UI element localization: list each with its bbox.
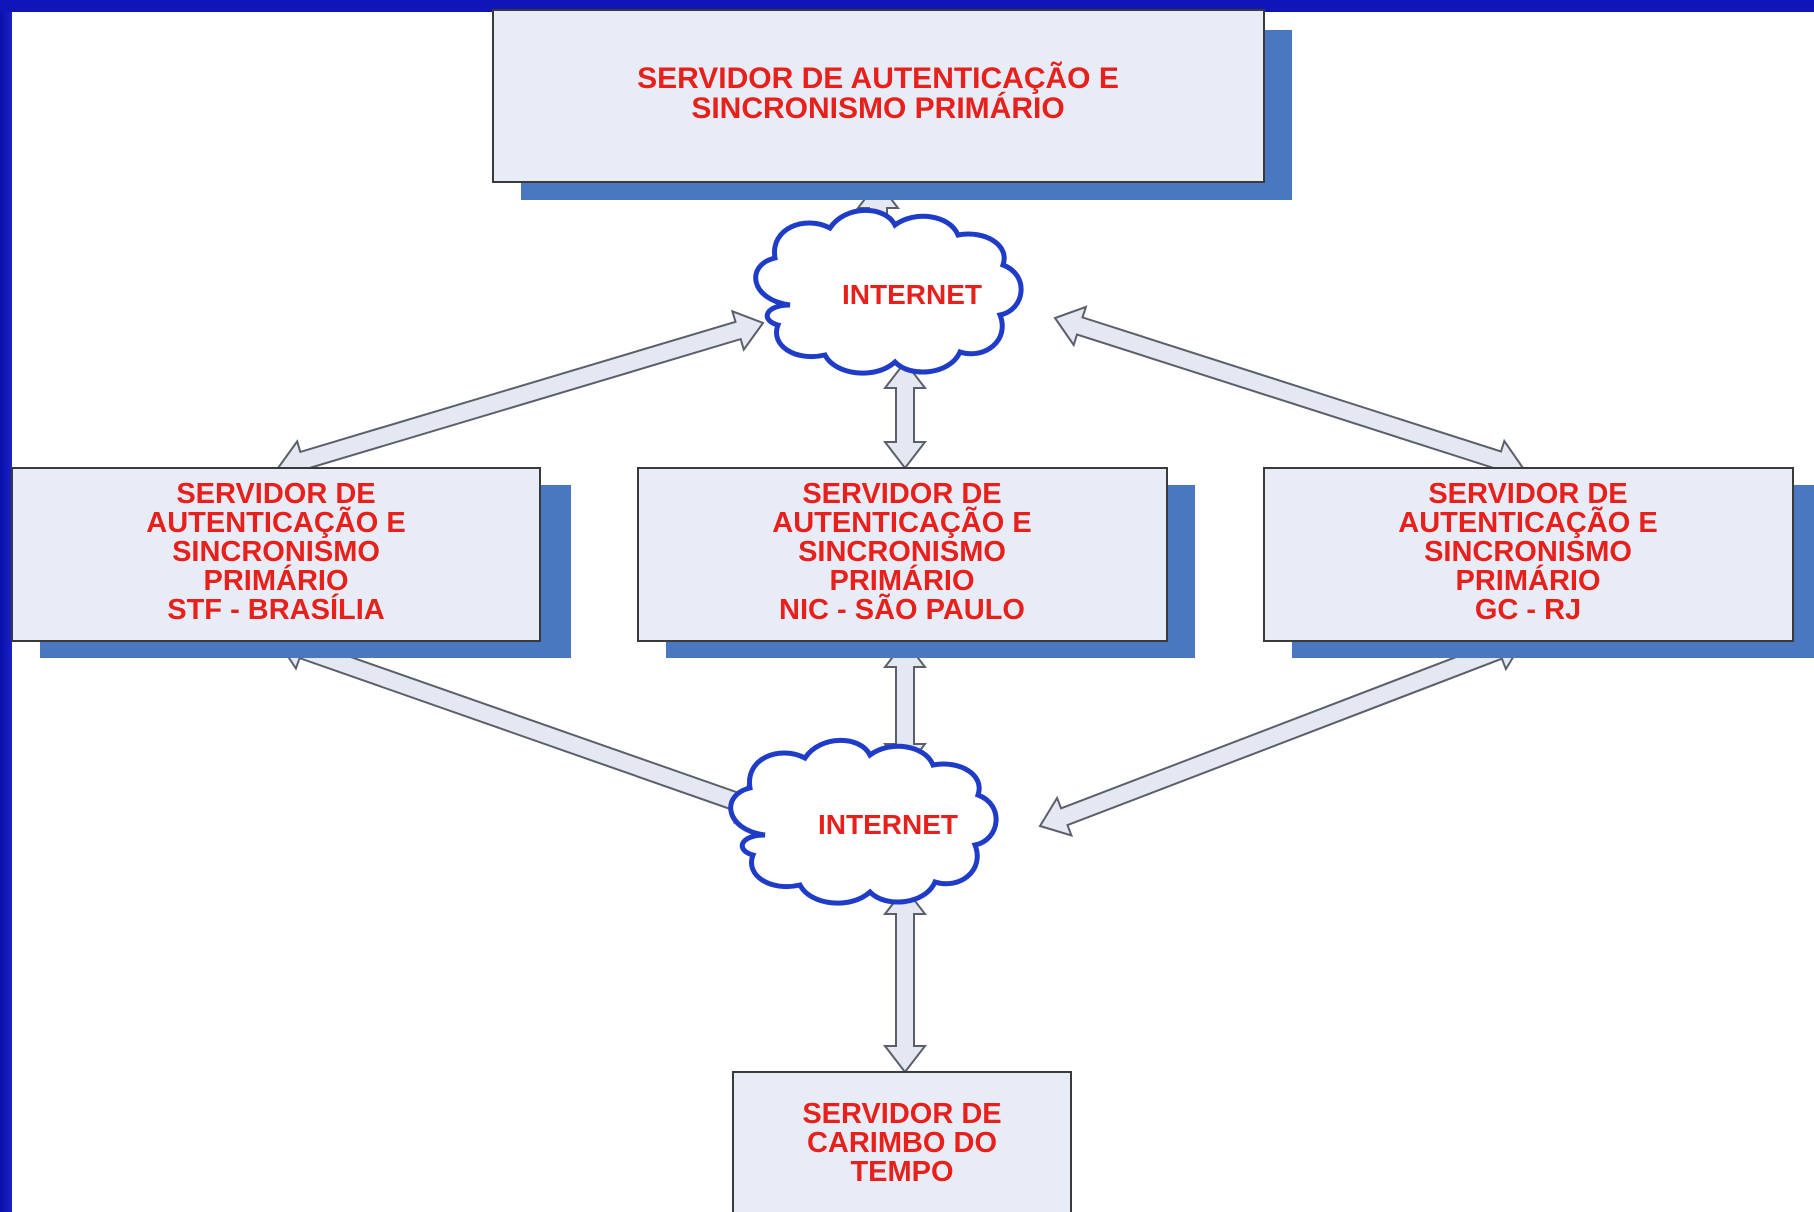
edge-cloud-top-stf-double-arrow-icon [276, 309, 765, 482]
slide-top-border [0, 0, 1814, 12]
node-primary-line-1: SERVIDOR DE AUTENTICAÇÃO E [637, 61, 1119, 95]
edge-gc-cloud-bottom-double-arrow-icon [1038, 630, 1525, 837]
node-timestamp-line-3: TEMPO [850, 1156, 953, 1188]
node-stf-line-1: SERVIDOR DE [176, 478, 375, 510]
cloud-bottom: INTERNET [728, 737, 999, 906]
node-stf: SERVIDOR DE AUTENTICAÇÃO E SINCRONISMO P… [11, 467, 571, 658]
edge-cloud-top-gc-double-arrow-icon [1053, 305, 1525, 481]
node-stf-box [11, 467, 541, 642]
node-nic-box [637, 467, 1168, 642]
node-stf-line-2: AUTENTICAÇÃO E [146, 505, 405, 539]
edge-stf-cloud-bottom-double-arrow-icon [276, 629, 768, 824]
node-gc-line-4: PRIMÁRIO [1456, 563, 1601, 597]
node-nic-line-3: SINCRONISMO [798, 536, 1006, 568]
node-gc-line-5: GC - RJ [1475, 594, 1581, 626]
node-primary: SERVIDOR DE AUTENTICAÇÃO E SINCRONISMO P… [492, 9, 1292, 200]
node-nic: SERVIDOR DE AUTENTICAÇÃO E SINCRONISMO P… [637, 467, 1195, 658]
node-timestamp-line-2: CARIMBO DO [807, 1127, 997, 1159]
node-stf-line-4: PRIMÁRIO [204, 563, 349, 597]
edge-cloud-top-nic-double-arrow-icon [882, 360, 928, 470]
internet-cloud-icon [728, 737, 999, 906]
node-stf-line-3: SINCRONISMO [172, 536, 380, 568]
node-primary-line-2: SINCRONISMO PRIMÁRIO [691, 91, 1064, 125]
node-timestamp-box [732, 1071, 1072, 1212]
node-gc: SERVIDOR DE AUTENTICAÇÃO E SINCRONISMO P… [1263, 467, 1814, 658]
node-timestamp: SERVIDOR DE CARIMBO DO TEMPO [732, 1071, 1072, 1212]
node-timestamp-line-1: SERVIDOR DE [802, 1098, 1001, 1130]
node-gc-line-1: SERVIDOR DE [1428, 478, 1627, 510]
cloud-bottom-label: INTERNET [818, 809, 958, 840]
internet-cloud-icon [753, 207, 1024, 376]
node-gc-line-3: SINCRONISMO [1424, 536, 1632, 568]
cloud-top-label: INTERNET [842, 279, 982, 310]
node-nic-line-1: SERVIDOR DE [802, 478, 1001, 510]
node-stf-line-5: STF - BRASÍLIA [167, 592, 385, 626]
cloud-top: INTERNET [753, 207, 1024, 376]
node-nic-line-4: PRIMÁRIO [830, 563, 975, 597]
node-gc-line-2: AUTENTICAÇÃO E [1398, 505, 1657, 539]
node-nic-line-2: AUTENTICAÇÃO E [772, 505, 1031, 539]
node-nic-line-5: NIC - SÃO PAULO [779, 592, 1025, 626]
node-gc-box [1263, 467, 1794, 642]
node-primary-box [492, 9, 1265, 183]
edge-cloud-bottom-timestamp-double-arrow-icon [882, 886, 928, 1074]
